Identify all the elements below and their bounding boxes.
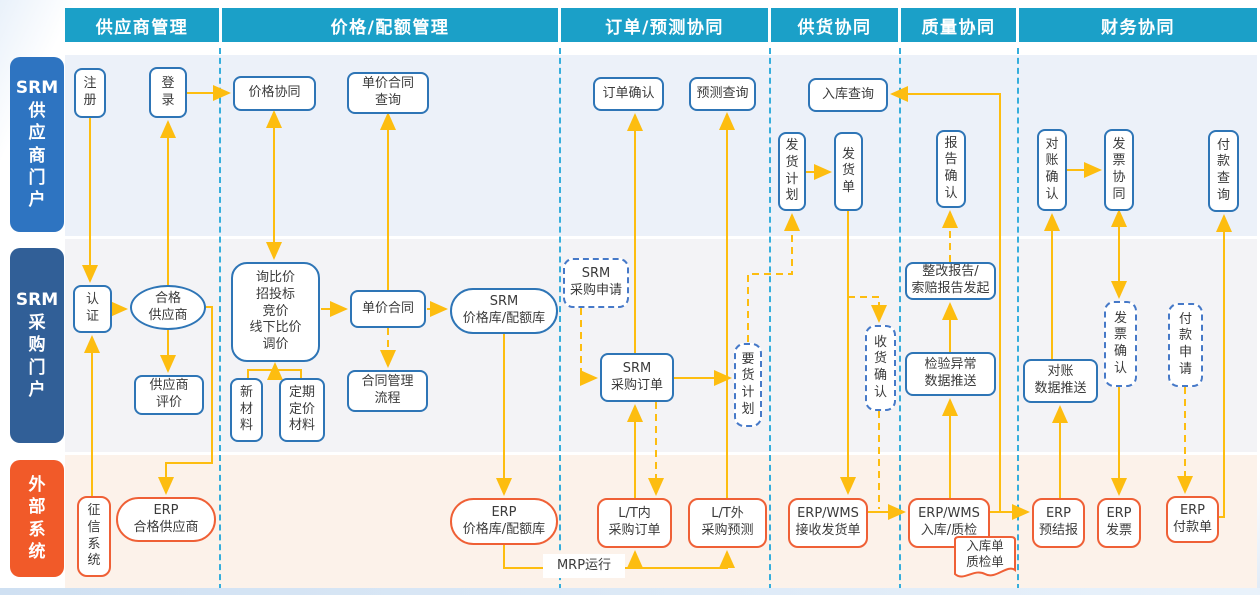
node-srm-price-quota-db: SRM 价格库/配额库 [450,288,558,334]
lane-label-external-systems: 外 部 系 统 [10,460,64,577]
node-receipt-confirm: 收 货 确 认 [865,325,896,411]
edge-11 [247,369,302,378]
node-certification: 认 证 [73,285,112,333]
separator-2 [559,48,561,590]
edge-16 [580,308,598,386]
node-mrp-run: MRP运行 [543,554,625,578]
separator-1 [219,48,221,590]
node-inbound-qc-doc: 入库单 质检单 [952,534,1018,580]
node-srm-purchase-request: SRM 采购申请 [563,258,629,308]
node-payment-query: 付 款 查 询 [1208,130,1239,212]
header-supplier-mgmt: 供应商管理 [65,8,219,42]
header-supply-collab: 供货协同 [771,8,898,42]
edge-22 [747,213,800,342]
node-material-call-plan: 要 货 计 划 [734,343,762,427]
node-reconcile-confirm: 对 账 确 认 [1037,129,1067,211]
header-finance-collab: 财务协同 [1019,8,1257,42]
node-login: 登 录 [149,67,187,118]
node-payment-request: 付 款 申 请 [1168,303,1203,387]
header-order-forecast-collab: 订单/预测协同 [561,8,768,42]
node-price-collab: 价格协同 [233,76,316,111]
edge-7 [158,306,213,495]
separator-5 [1017,48,1019,590]
header-quality-collab: 质量协同 [901,8,1016,42]
node-contract-mgmt-flow: 合同管理 流程 [347,370,428,412]
node-inbound-query: 入库查询 [808,78,888,112]
node-erp-wms-receive-delivery: ERP/WMS 接收发货单 [788,498,868,548]
separator-3 [769,48,771,590]
lane-label-srm-purchase-portal: SRM 采 购 门 户 [10,248,64,443]
lane-label-srm-supplier-portal: SRM 供 应 商 门 户 [10,57,64,232]
separator-4 [899,48,901,590]
node-label: 入库单 质检单 [966,538,1004,569]
node-unit-price-contract-query: 单价合同 查询 [347,72,429,114]
node-qualified-supplier: 合格 供应商 [130,285,206,330]
node-lt-out-purchase-forecast: L/T外 采购预测 [688,498,767,548]
node-erp-wms-inbound-qc: ERP/WMS 入库/质检 [908,498,990,548]
node-credit-system: 征 信 系 统 [77,496,111,577]
node-register: 注 册 [74,68,106,118]
header-price-quota-mgmt: 价格/配额管理 [222,8,558,42]
edge-25 [848,296,887,323]
node-invoice-collab: 发 票 协 同 [1104,129,1134,211]
node-erp-qualified-supplier: ERP 合格供应商 [116,497,216,542]
node-erp-price-quota-db: ERP 价格库/配额库 [450,498,558,545]
node-delivery-note: 发 货 单 [834,132,863,211]
node-inspection-exception-push: 检验异常 数据推送 [905,352,996,396]
node-lt-in-purchase-order: L/T内 采购订单 [597,498,672,548]
node-erp-invoice: ERP 发票 [1097,498,1141,548]
node-order-confirm: 订单确认 [593,77,664,111]
node-invoice-confirm: 发 票 确 认 [1104,301,1137,387]
node-reconcile-data-push: 对账 数据推送 [1023,359,1098,403]
node-periodic-priced-material: 定期 定价 材料 [279,378,325,442]
edge-31 [890,86,1001,512]
node-sourcing-methods: 询比价 招投标 竞价 线下比价 调价 [231,262,320,362]
edge-39 [1216,214,1232,518]
node-delivery-plan: 发 货 计 划 [778,132,806,211]
node-supplier-evaluation: 供应商 评价 [134,375,204,415]
node-erp-payment-doc: ERP 付款单 [1166,496,1219,543]
node-srm-purchase-order: SRM 采购订单 [600,353,674,402]
node-new-material: 新 材 料 [230,378,263,442]
node-rectification-claim-report: 整改报告/ 索赔报告发起 [905,262,996,300]
node-unit-price-contract: 单价合同 [350,290,426,328]
node-report-confirm: 报 告 确 认 [936,130,966,208]
document-shape [954,536,1016,578]
node-erp-pre-settlement: ERP 预结报 [1032,498,1085,548]
page-bottom-decoration [0,588,1260,595]
node-forecast-query: 预测查询 [689,77,756,111]
